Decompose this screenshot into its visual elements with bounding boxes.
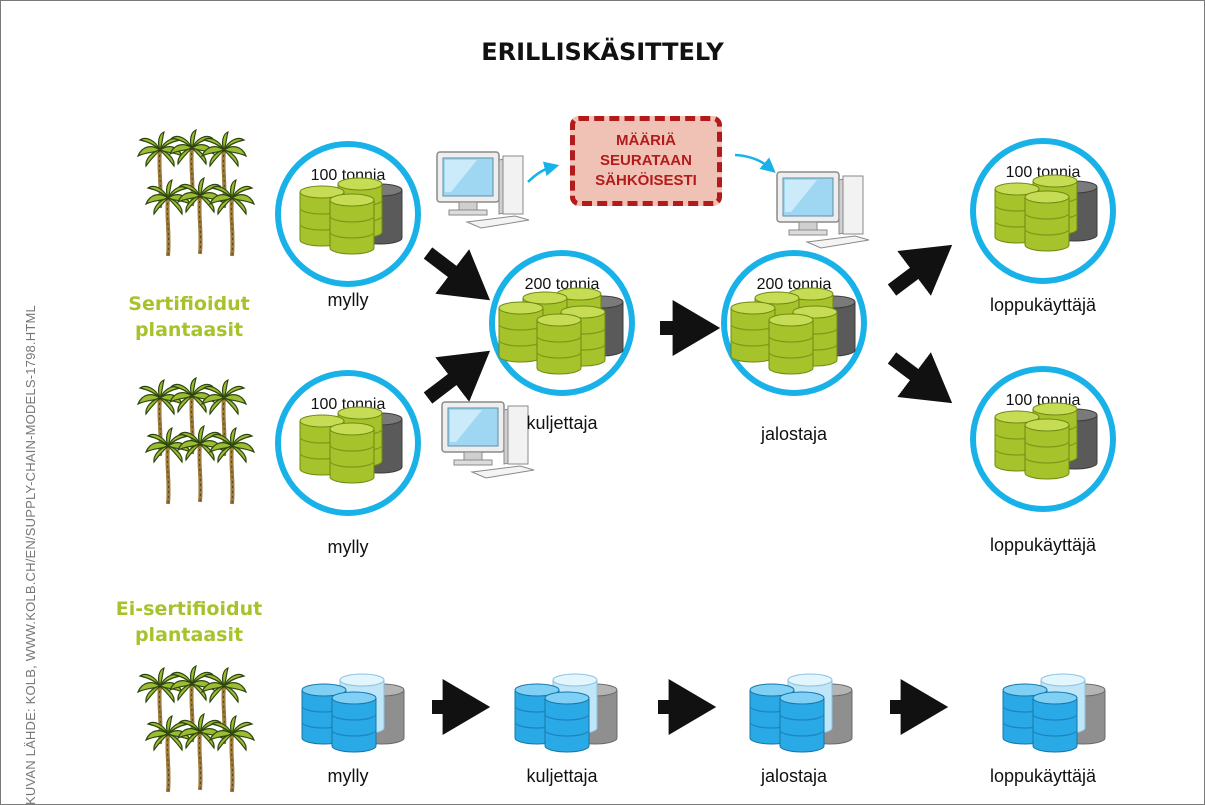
barrel-stack-icon [1003,674,1105,752]
barrel-stack-icon [731,288,855,374]
callout-line3: SÄHKÖISESTI [595,171,697,189]
uncertified-group-label-line1: Ei-sertifioidut [115,598,263,620]
mill-top-label: mylly [327,290,369,310]
uncertified-refiner-label: jalostaja [760,766,828,786]
arrow-icon [423,350,491,404]
uncertified-enduser-label: loppukäyttäjä [989,766,1097,786]
barrel-stack-icon [302,674,404,752]
enduser-top-label: loppukäyttäjä [989,295,1097,315]
barrel-stack-icon [499,288,623,374]
callout-line2: SEURATAAN [600,152,692,170]
arrow-icon [527,161,560,183]
barrel-stack-icon [300,407,402,483]
barrel-stack-icon [995,403,1097,479]
barrel-stack-icon [300,178,402,254]
arrow-icon [887,244,953,296]
uncertified-mill-label: mylly [327,766,369,786]
certified-group-label-line1: Sertifioidut [128,293,250,315]
barrel-stack-icon [750,674,852,752]
uncertified-group-label-line2: plantaasit [134,623,244,646]
arrow-icon [887,352,953,404]
barrel-stack-icon [515,674,617,752]
diagram-title: ERILLISKÄSITTELY [481,38,724,66]
enduser-bottom-label: loppukäyttäjä [989,535,1097,555]
arrow-icon [734,153,776,173]
callout-line1: MÄÄRIÄ [616,132,676,150]
certified-group-label-line2: plantaasit [134,318,244,341]
arrow-icon [423,247,491,301]
uncertified-transporter-label: kuljettaja [526,766,598,786]
certified-group-label: Sertifioidut plantaasit [104,292,274,343]
barrel-stack-icon [995,175,1097,251]
uncertified-group-label: Ei-sertifioidut plantaasit [104,597,274,648]
mill-bottom-label: mylly [327,537,369,557]
refiner-label: jalostaja [760,424,828,444]
transporter-label: kuljettaja [526,413,598,433]
electronic-tracking-callout: MÄÄRIÄ SEURATAAN SÄHKÖISESTI [570,116,722,206]
